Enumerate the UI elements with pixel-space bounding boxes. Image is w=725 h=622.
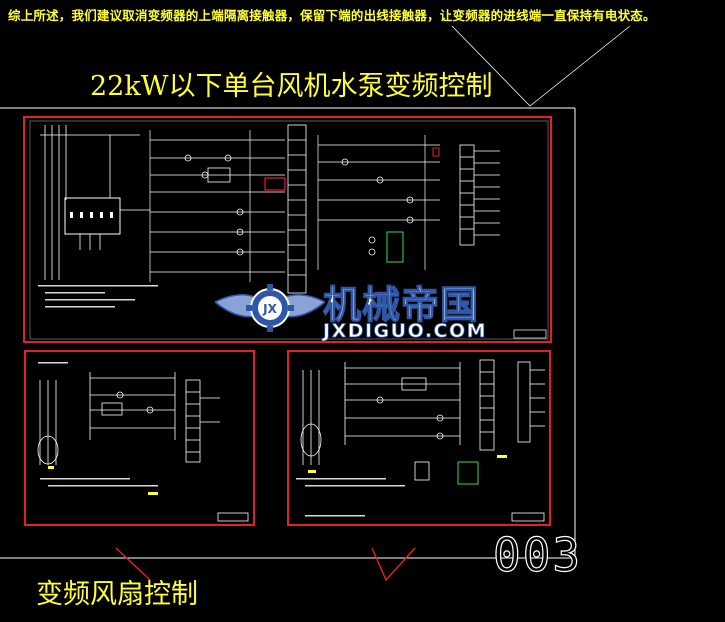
main-diagram-title: 22kW以下单台风机水泵变频控制: [90, 71, 493, 102]
schematic-panel-main: [23, 116, 552, 343]
schematic-panel-left: [24, 350, 255, 526]
top-annotation: 综上所述，我们建议取消变频器的上端隔离接触器，保留下端的出线接触器，让变频器的进…: [8, 8, 656, 23]
callout-leader-top: [451, 25, 631, 107]
watermark-badge: JX: [262, 302, 277, 316]
page-number: 003: [492, 527, 583, 582]
watermark-name-cn: 机械帝国: [322, 282, 480, 327]
callout-leader-bottom: [115, 547, 416, 582]
watermark-name-en: JXDIGUO.COM: [323, 320, 488, 343]
watermark-logo: JX 机械帝国 JXDIGUO.COM: [215, 272, 515, 344]
sheet-border: [0, 107, 576, 559]
schematic-panel-right: [287, 350, 551, 526]
gear-wings-icon: JX: [215, 284, 325, 332]
fan-diagram-title: 变频风扇控制: [36, 579, 198, 610]
